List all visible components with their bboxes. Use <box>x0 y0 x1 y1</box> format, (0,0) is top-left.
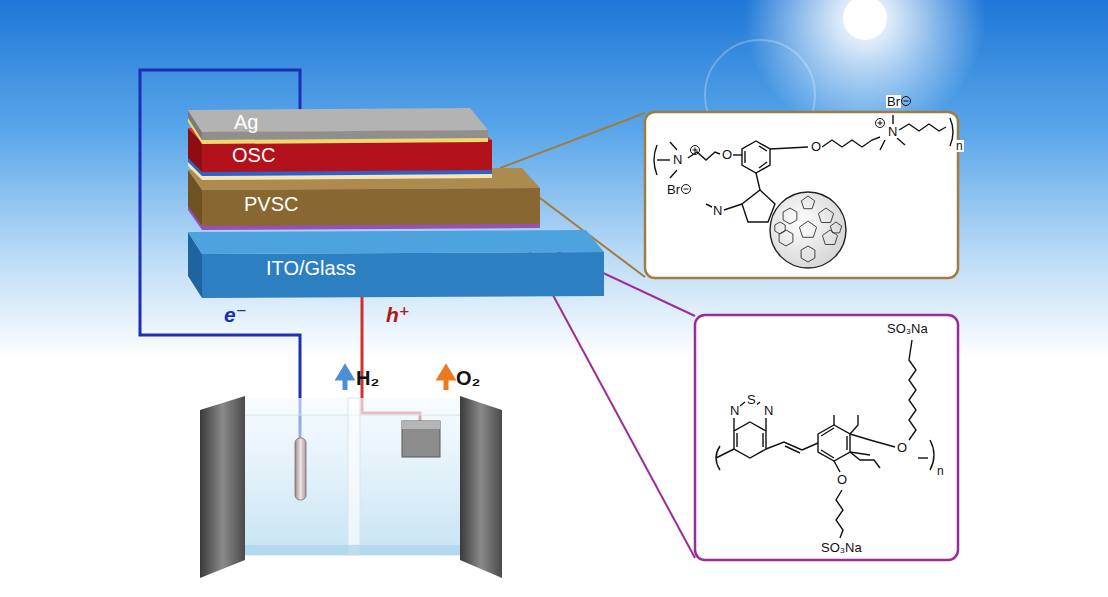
atom-label: N <box>729 404 740 417</box>
charge-symbol <box>682 185 691 194</box>
anode <box>402 421 440 457</box>
substituent-label: SO₃Na <box>820 541 863 554</box>
slab-face <box>202 140 492 172</box>
charge-symbol <box>904 101 909 102</box>
device-layer: Ag <box>188 108 490 146</box>
charge-symbol <box>902 97 911 106</box>
repeat-index: n <box>936 465 945 477</box>
cell-bottom <box>235 545 468 555</box>
slab-shape <box>188 108 490 146</box>
charge-symbol <box>691 146 700 155</box>
fullerene <box>770 192 846 268</box>
gas-label: H₂ <box>356 368 379 388</box>
charge-label: e⁻ <box>224 304 247 325</box>
charge-label: h⁺ <box>386 304 410 325</box>
layer-label: OSC <box>232 145 275 165</box>
gas-arrow <box>440 368 452 390</box>
atom-label: S <box>746 393 757 406</box>
device-layer: ITO/Glass <box>188 230 606 300</box>
charge-symbol <box>693 148 698 153</box>
charge-symbol <box>876 119 885 128</box>
atom-label: Br <box>886 95 901 108</box>
slab-face <box>188 168 540 190</box>
atom-label: O <box>836 473 848 486</box>
layer-label: PVSC <box>244 194 298 214</box>
callout-box <box>645 112 958 278</box>
cell-wall-right <box>460 396 502 578</box>
layer-label: Ag <box>234 112 258 132</box>
atom-label: N <box>887 125 898 138</box>
slab-face <box>188 230 604 254</box>
repeat-index: n <box>955 140 964 152</box>
atom-label: Br <box>666 183 681 196</box>
slab-face <box>188 126 492 142</box>
chemical-structure <box>834 340 934 538</box>
slab-shape <box>188 230 606 300</box>
slab-face <box>202 188 540 226</box>
layer-label: ITO/Glass <box>266 258 356 278</box>
slab-face <box>188 108 488 132</box>
atom-label: O <box>721 148 733 161</box>
sun <box>843 0 887 40</box>
slab-face <box>202 252 604 298</box>
substituent-label: SO₃Na <box>886 322 929 335</box>
slab-face <box>188 128 492 180</box>
atom-label: O <box>810 140 822 153</box>
slab-face <box>188 128 492 176</box>
gas-arrow <box>339 368 351 390</box>
callout-box <box>695 315 958 560</box>
charge-symbol <box>878 121 883 126</box>
gas-label: O₂ <box>456 368 480 388</box>
atom-label: N <box>763 404 774 417</box>
atom-label: O <box>896 441 908 454</box>
charge-symbol <box>684 189 689 190</box>
atom-label: N <box>712 204 723 217</box>
cell-wall-left <box>200 396 245 578</box>
leader-line <box>500 113 645 168</box>
cell-membrane <box>348 398 360 555</box>
atom-label: N <box>672 153 683 166</box>
cathode <box>295 438 306 500</box>
anode-top <box>402 421 440 429</box>
